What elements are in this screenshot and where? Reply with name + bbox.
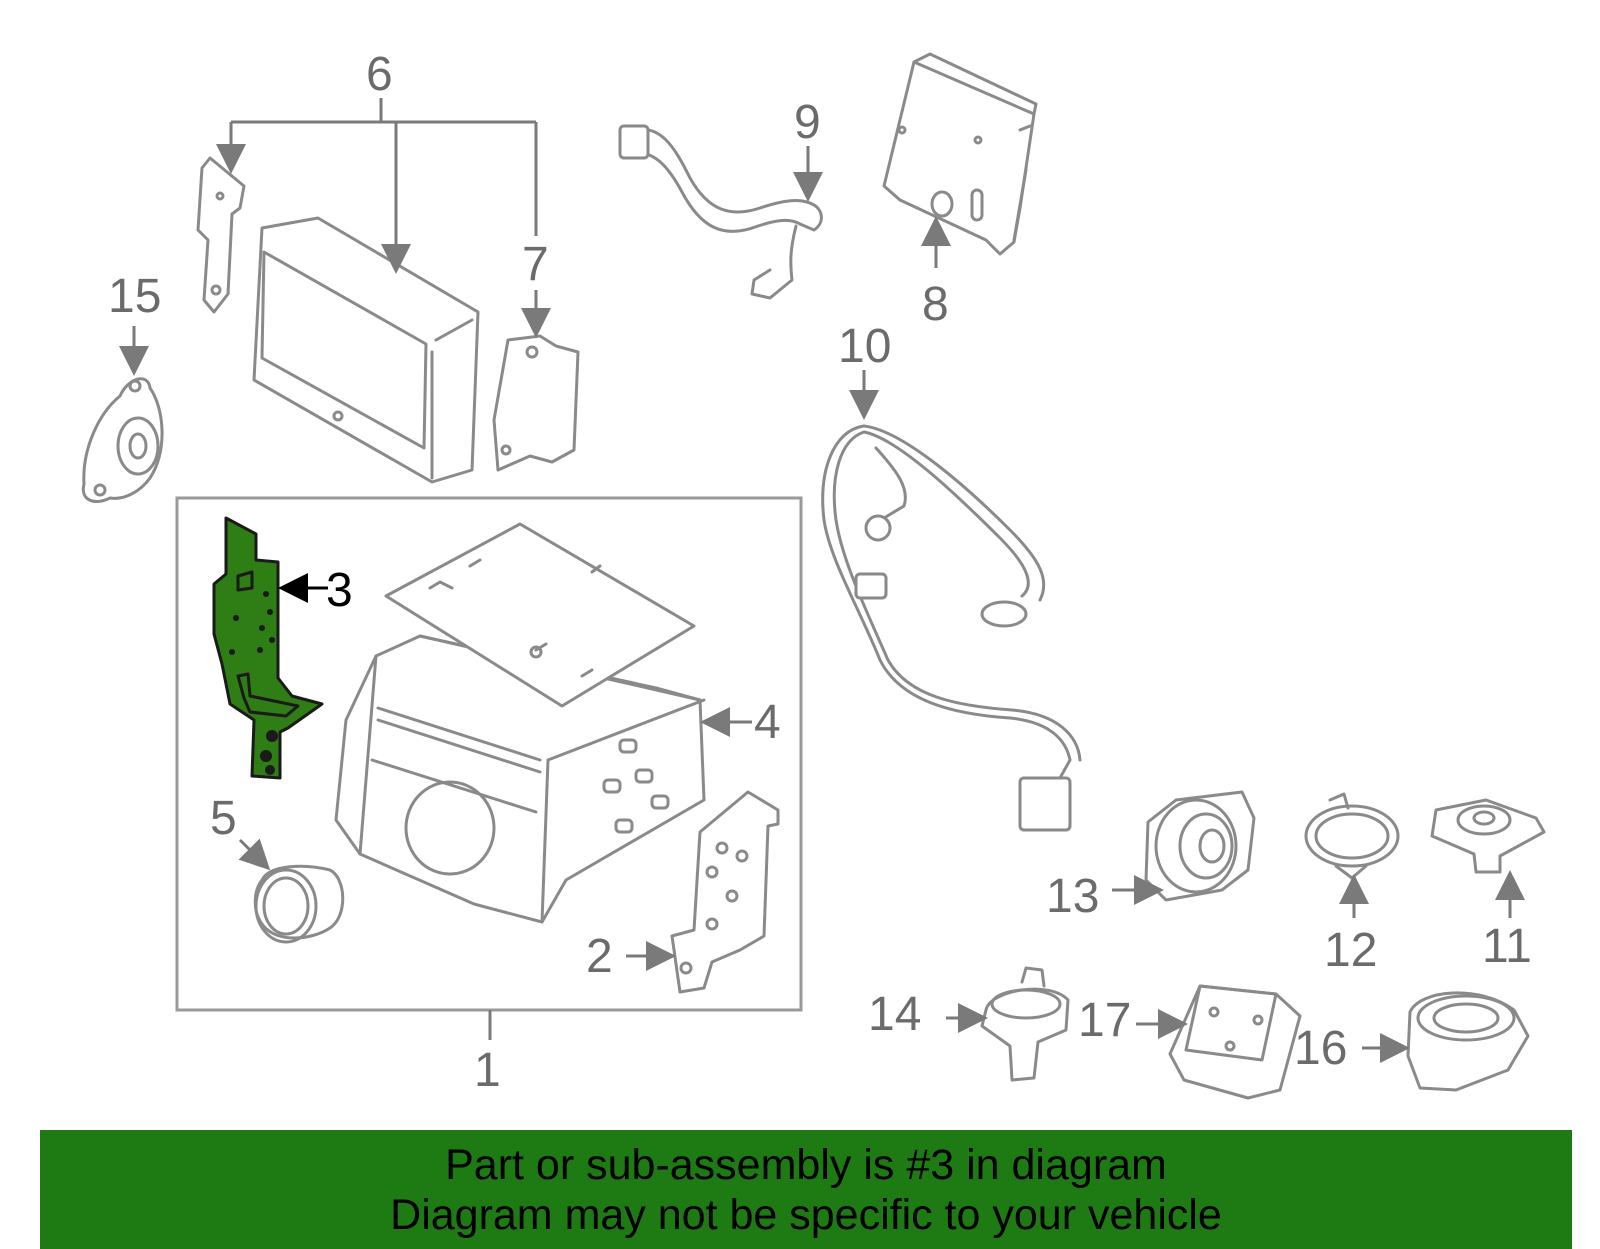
banner-line-part: Part or sub-assembly is #3 in diagram: [445, 1140, 1167, 1189]
control-knob: [253, 864, 345, 944]
callout-12: 12: [1324, 924, 1377, 977]
door-speaker: [1144, 790, 1256, 902]
wiring-harness: [618, 124, 823, 300]
dash-speaker: [980, 966, 1070, 1082]
callout-16: 16: [1294, 1022, 1347, 1075]
callout-5: 5: [210, 792, 237, 845]
tweeter-speaker: [81, 377, 164, 503]
left-display-bracket: [196, 156, 246, 314]
antenna-cable: [821, 424, 1082, 832]
display-monitor: [252, 216, 480, 484]
callout-8: 8: [922, 278, 949, 331]
callout-15: 15: [108, 270, 161, 323]
round-speaker: [1304, 792, 1400, 880]
right-mounting-bracket: [670, 790, 780, 994]
callout-3: 3: [326, 564, 353, 617]
callout-11: 11: [1482, 920, 1532, 973]
callout-2: 2: [586, 930, 613, 983]
amplifier: [1168, 984, 1302, 1100]
top-cover-plate: [384, 522, 696, 708]
banner-line-disclaimer: Diagram may not be specific to your vehi…: [390, 1190, 1222, 1239]
callout-6: 6: [366, 48, 393, 101]
callout-7: 7: [522, 238, 549, 291]
callout-1: 1: [474, 1044, 501, 1097]
callout-13: 13: [1046, 870, 1099, 923]
highlighted-bracket-part-3: [212, 516, 324, 780]
right-display-bracket: [492, 334, 580, 472]
subwoofer: [1406, 991, 1530, 1092]
callout-14: 14: [868, 988, 921, 1041]
info-banner: Part or sub-assembly is #3 in diagram Di…: [40, 1130, 1572, 1249]
callout-10: 10: [838, 320, 891, 373]
callout-4: 4: [754, 696, 781, 749]
callout-9: 9: [794, 96, 821, 149]
callout-17: 17: [1078, 994, 1131, 1047]
control-module: [882, 52, 1038, 256]
small-tweeter: [1430, 798, 1546, 874]
